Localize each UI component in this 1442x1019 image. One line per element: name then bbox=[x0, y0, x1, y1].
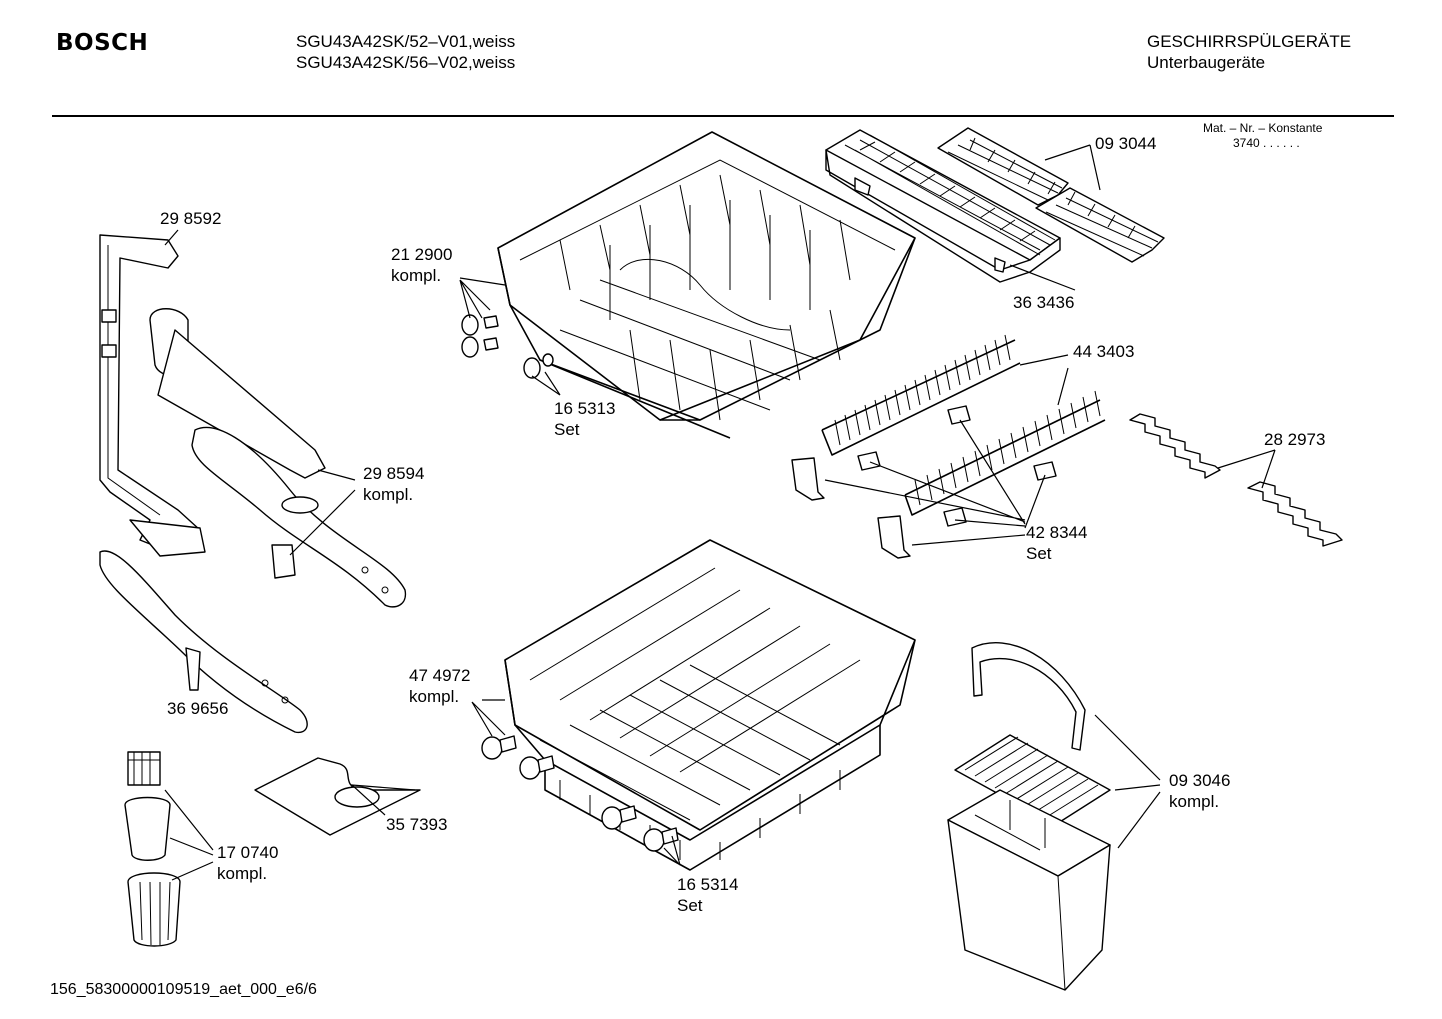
part-number: 09 3046 bbox=[1169, 771, 1231, 790]
brand-logo: BOSCH bbox=[56, 30, 149, 56]
part-number: 28 2973 bbox=[1264, 430, 1326, 449]
category-title: GESCHIRRSPÜLGERÄTE bbox=[1147, 32, 1352, 51]
callout-28-2973: 28 2973 bbox=[1264, 429, 1325, 450]
cutlery-tray-part bbox=[825, 129, 1061, 283]
callout-17-0740: 17 0740 kompl. bbox=[217, 842, 278, 884]
category-subtitle: Unterbaugeräte bbox=[1147, 53, 1266, 72]
tine-row-part bbox=[821, 334, 1106, 516]
document-code: 156_58300000109519_aet_000_e6/6 bbox=[50, 981, 317, 998]
part-qualifier: kompl. bbox=[1169, 792, 1220, 811]
step-rack-part bbox=[1129, 413, 1343, 547]
part-number: 29 8592 bbox=[160, 209, 222, 228]
callout-47-4972: 47 4972 kompl. bbox=[409, 665, 470, 707]
callout-36-3436: 36 3436 bbox=[1013, 292, 1074, 313]
part-qualifier: kompl. bbox=[391, 266, 442, 285]
part-number: 47 4972 bbox=[409, 666, 471, 685]
callout-29-8594: 29 8594 kompl. bbox=[363, 463, 424, 505]
upper-basket-part bbox=[497, 131, 916, 439]
part-number: 36 3436 bbox=[1013, 293, 1075, 312]
callout-09-3044: 09 3044 bbox=[1095, 133, 1156, 154]
constant-label: Mat. – Nr. – Konstante bbox=[1203, 121, 1323, 135]
callout-09-3046: 09 3046 kompl. bbox=[1169, 770, 1230, 812]
part-qualifier: kompl. bbox=[217, 864, 268, 883]
feed-pipe-part bbox=[99, 234, 206, 557]
product-category: GESCHIRRSPÜLGERÄTE Unterbaugeräte bbox=[1147, 31, 1351, 73]
upper-basket-rollers bbox=[461, 314, 554, 379]
lower-spray-arm-part bbox=[99, 550, 308, 734]
material-constant: Mat. – Nr. – Konstante 3740 . . . . . . bbox=[1203, 121, 1322, 151]
cutlery-basket-part bbox=[947, 642, 1111, 991]
callout-29-8592: 29 8592 bbox=[160, 208, 221, 229]
sump-cover-part bbox=[254, 757, 421, 836]
filter-part bbox=[124, 751, 181, 947]
clip-set-part bbox=[791, 405, 1057, 559]
upper-spray-arm-part bbox=[149, 308, 407, 608]
part-number: 35 7393 bbox=[386, 815, 448, 834]
leader-lines bbox=[164, 144, 1276, 881]
part-number: 21 2900 bbox=[391, 245, 453, 264]
callout-16-5314: 16 5314 Set bbox=[677, 874, 738, 916]
part-qualifier: Set bbox=[677, 896, 703, 915]
part-number: 29 8594 bbox=[363, 464, 425, 483]
part-number: 16 5314 bbox=[677, 875, 739, 894]
part-qualifier: Set bbox=[1026, 544, 1052, 563]
part-number: 09 3044 bbox=[1095, 134, 1157, 153]
callout-21-2900: 21 2900 kompl. bbox=[391, 244, 452, 286]
header-divider bbox=[52, 115, 1394, 117]
lower-basket-rollers bbox=[481, 735, 679, 852]
model-line: SGU43A42SK/56–V02,weiss bbox=[296, 53, 516, 72]
part-qualifier: Set bbox=[554, 420, 580, 439]
part-number: 16 5313 bbox=[554, 399, 616, 418]
part-number: 17 0740 bbox=[217, 843, 279, 862]
callout-42-8344: 42 8344 Set bbox=[1026, 522, 1087, 564]
part-qualifier: kompl. bbox=[363, 485, 414, 504]
model-line: SGU43A42SK/52–V01,weiss bbox=[296, 32, 516, 51]
lower-basket-part bbox=[504, 539, 916, 871]
part-number: 42 8344 bbox=[1026, 523, 1088, 542]
callout-44-3403: 44 3403 bbox=[1073, 341, 1134, 362]
part-number: 36 9656 bbox=[167, 699, 229, 718]
callout-36-9656: 36 9656 bbox=[167, 698, 228, 719]
part-number: 44 3403 bbox=[1073, 342, 1135, 361]
clip-rack-part bbox=[937, 127, 1165, 263]
constant-value: 3740 . . . . . . bbox=[1233, 136, 1300, 150]
part-qualifier: kompl. bbox=[409, 687, 460, 706]
callout-35-7393: 35 7393 bbox=[386, 814, 447, 835]
model-list: SGU43A42SK/52–V01,weiss SGU43A42SK/56–V0… bbox=[296, 31, 515, 73]
callout-16-5313: 16 5313 Set bbox=[554, 398, 615, 440]
